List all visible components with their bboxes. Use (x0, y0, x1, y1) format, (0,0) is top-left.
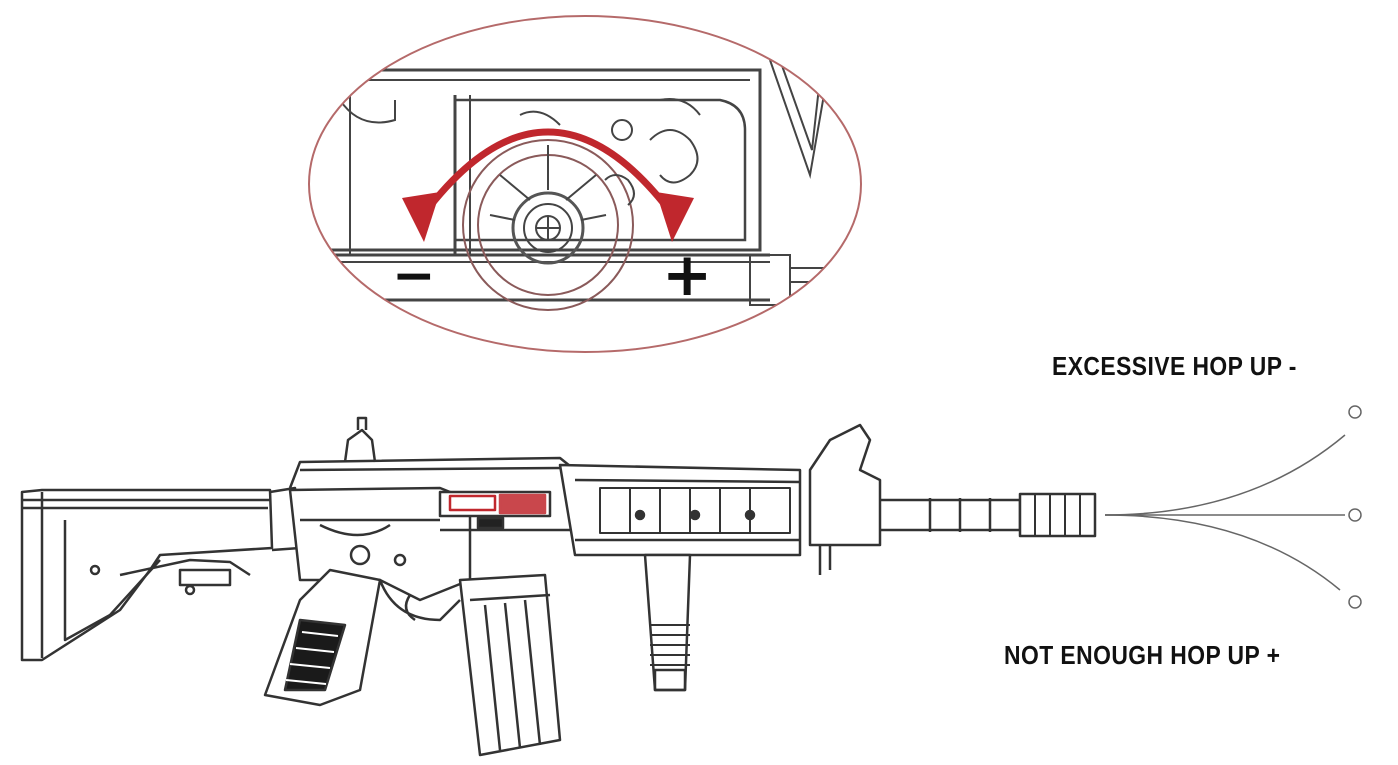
not-enough-hop-up-label: NOT ENOUGH HOP UP + (1004, 640, 1281, 670)
minus-sign: − (392, 246, 436, 306)
plus-sign: + (662, 240, 713, 310)
bb-trajectory-lines (1104, 405, 1362, 609)
excessive-hop-up-label: EXCESSIVE HOP UP - (1052, 351, 1297, 381)
airsoft-rifle-drawing (20, 416, 1097, 757)
